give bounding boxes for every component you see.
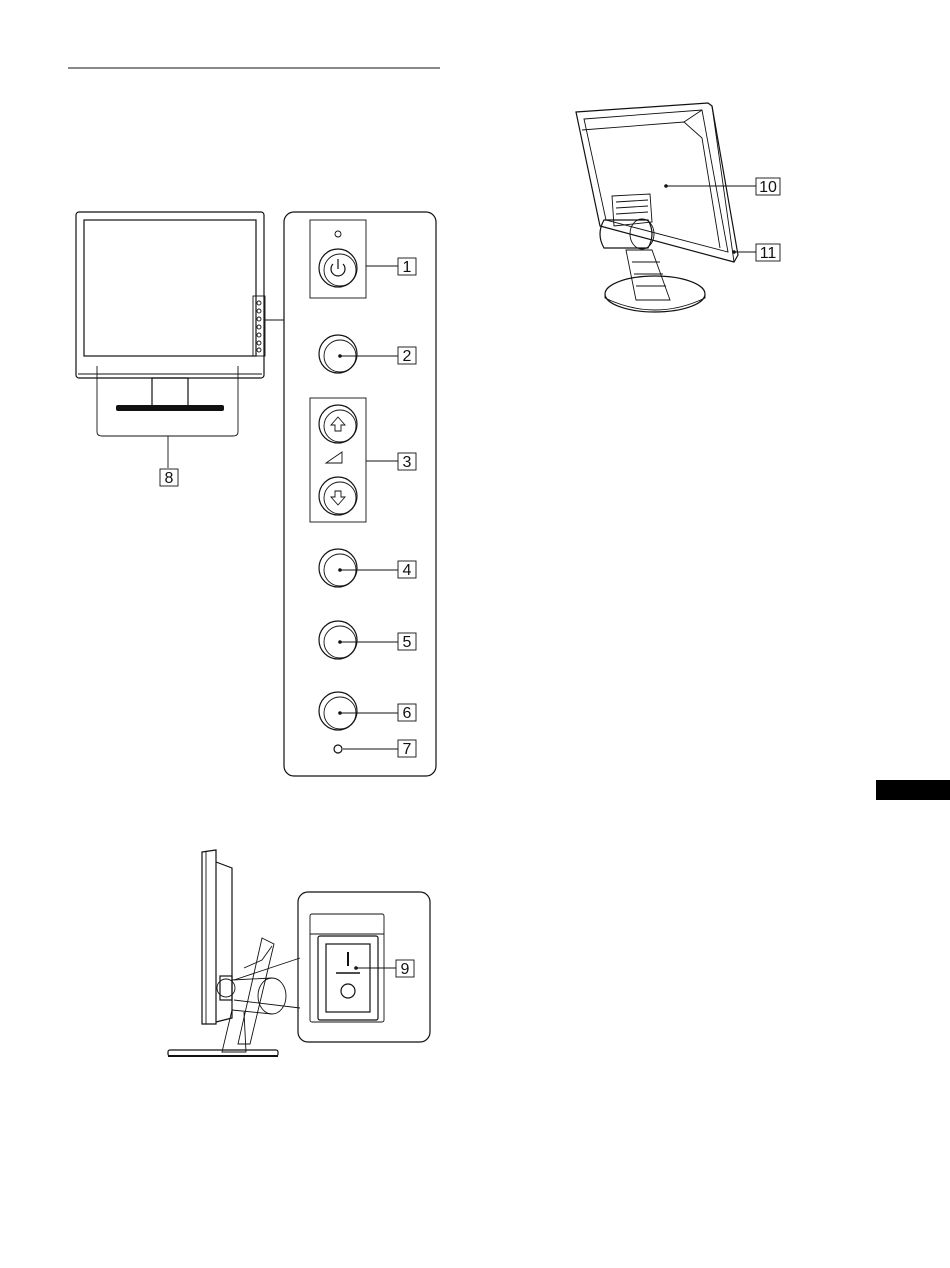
light-sensor — [334, 745, 342, 753]
side-monitor-illustration — [168, 850, 286, 1056]
control-panel — [284, 212, 436, 776]
menu-button[interactable] — [319, 335, 357, 373]
callout-6-label: 6 — [403, 705, 412, 722]
callout-3-label: 3 — [403, 454, 412, 471]
callout-10-label: 10 — [759, 179, 777, 196]
input-button[interactable] — [319, 549, 357, 587]
volume-button-group — [310, 398, 366, 522]
zoom-leader-bottom — [234, 1000, 300, 1008]
callout-2-label: 2 — [403, 348, 412, 365]
callout-1-label: 1 — [403, 259, 412, 276]
callout-4: 4 — [398, 561, 416, 579]
rear-monitor-illustration — [576, 103, 738, 312]
eco-button[interactable] — [319, 692, 357, 730]
down-button[interactable] — [319, 477, 357, 515]
callout-11-label: 11 — [760, 245, 777, 262]
callout-11: 11 — [756, 244, 780, 262]
callout-8: 8 — [160, 469, 178, 487]
callout-7-label: 7 — [403, 741, 412, 758]
zoom-leader-top — [234, 958, 300, 980]
callout-8-label: 8 — [165, 470, 174, 487]
callout-4-label: 4 — [403, 562, 412, 579]
callout-2: 2 — [398, 347, 416, 365]
section-tab-marker — [876, 780, 950, 800]
switch-off-mark — [341, 984, 355, 998]
power-icon — [331, 259, 345, 276]
callout-7: 7 — [398, 740, 416, 758]
front-monitor-illustration — [76, 212, 265, 468]
power-indicator-led — [335, 231, 341, 237]
arrow-down-icon — [331, 491, 345, 505]
volume-icon — [326, 452, 342, 463]
callout-1: 1 — [398, 258, 416, 276]
up-button[interactable] — [319, 405, 357, 443]
callout-5-label: 5 — [403, 634, 412, 651]
callout-9: 9 — [396, 960, 414, 978]
arrow-up-icon — [331, 417, 345, 431]
callout-9-label: 9 — [401, 961, 410, 978]
power-button-group — [310, 220, 366, 298]
callout-10: 10 — [756, 178, 780, 196]
mode-button[interactable] — [319, 621, 357, 659]
callout-6: 6 — [398, 704, 416, 722]
callout-5: 5 — [398, 633, 416, 651]
callout-3: 3 — [398, 453, 416, 471]
